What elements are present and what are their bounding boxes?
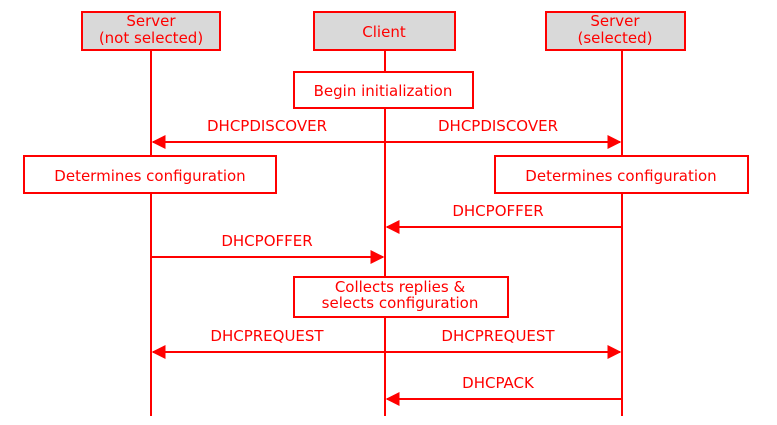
message-offer-right: DHCPOFFER [452, 202, 543, 220]
message-request-right: DHCPREQUEST [441, 327, 555, 345]
participant-server-not-selected-line2: (not selected) [99, 29, 203, 47]
participant-client-label: Client [362, 23, 406, 41]
message-discover-right: DHCPDISCOVER [438, 117, 558, 135]
step-begin-initialization-label: Begin initialization [314, 82, 453, 100]
message-request-left: DHCPREQUEST [210, 327, 324, 345]
message-ack: DHCPACK [462, 374, 535, 392]
participant-server-not-selected-line1: Server [126, 12, 176, 30]
participant-server-not-selected: Server (not selected) [81, 11, 221, 51]
step-collects-replies-line1: Collects replies & [335, 278, 466, 296]
step-determines-configuration-right-label: Determines configuration [525, 167, 716, 185]
participant-server-selected-line2: (selected) [577, 29, 652, 47]
participant-server-selected-line1: Server [590, 12, 640, 30]
message-offer-left: DHCPOFFER [221, 232, 312, 250]
step-determines-configuration-left: Determines configuration [23, 155, 277, 194]
step-collects-replies: Collects replies & selects configuration [293, 276, 509, 318]
message-discover-left: DHCPDISCOVER [207, 117, 327, 135]
participant-client: Client [313, 11, 456, 51]
step-determines-configuration-right: Determines configuration [494, 155, 749, 194]
step-collects-replies-line2: selects configuration [322, 294, 479, 312]
step-determines-configuration-left-label: Determines configuration [54, 167, 245, 185]
step-begin-initialization: Begin initialization [293, 71, 474, 109]
participant-server-selected: Server (selected) [545, 11, 686, 51]
